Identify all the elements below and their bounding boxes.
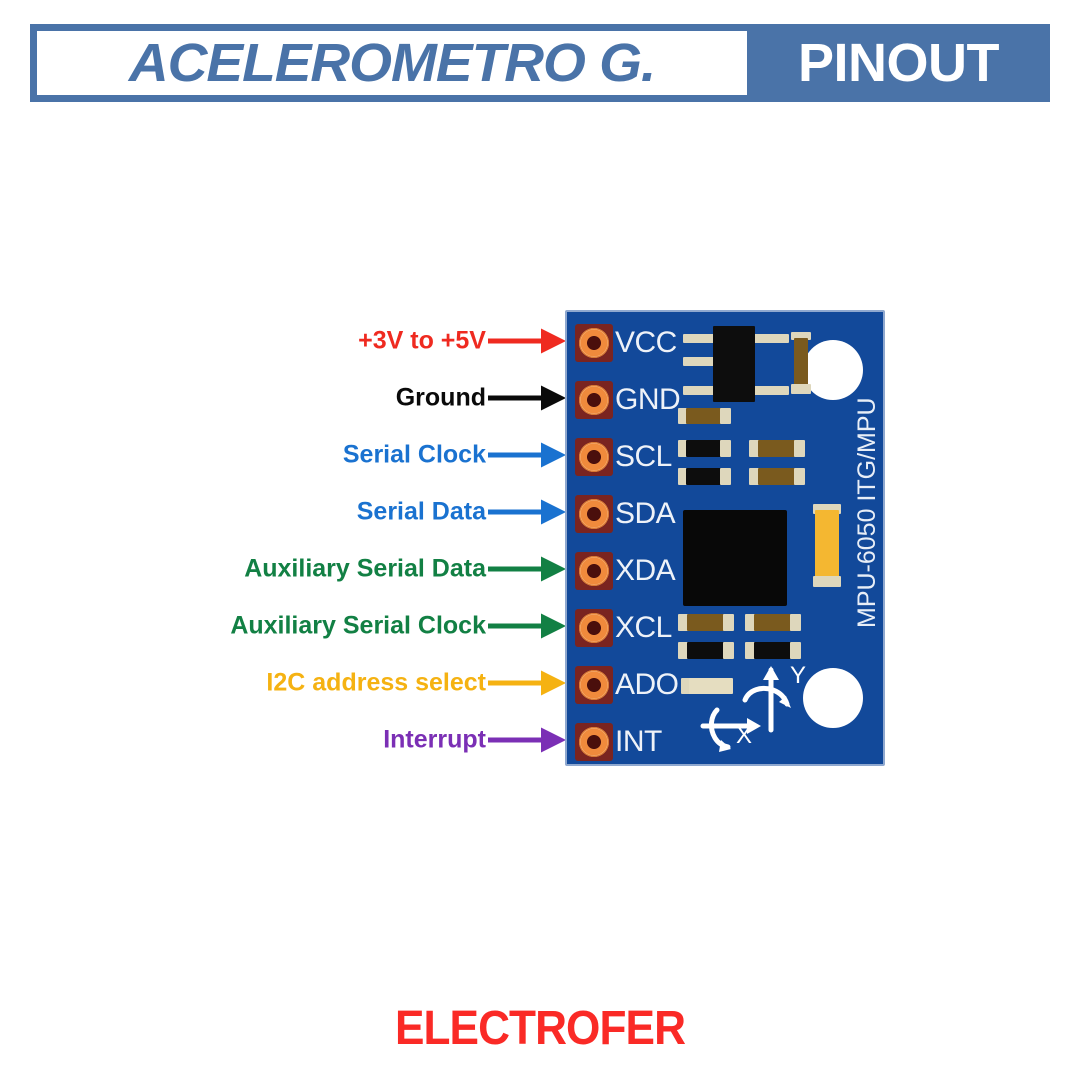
mpu6050-board: VCC GND SCL SDA XDA XCL ADO INT: [565, 310, 885, 766]
mpu6050-sensor-ic: [683, 510, 787, 606]
pad-scl: [575, 438, 613, 476]
pin-name-vcc: VCC: [615, 326, 677, 359]
resistor-scl-2-term-1: [749, 468, 760, 485]
pin-name-scl: SCL: [615, 440, 672, 473]
header-title-box: ACELEROMETRO G.: [37, 31, 747, 95]
resistor-xcl-2-term-1: [745, 614, 756, 631]
pin-description-vcc: +3V to +5V: [358, 326, 486, 355]
pad-gnd: [575, 381, 613, 419]
ado-jumper-pad: [689, 678, 733, 694]
page-subtitle: PINOUT: [797, 33, 1000, 93]
header-banner: ACELEROMETRO G. PINOUT: [30, 24, 1050, 102]
pin-name-int: INT: [615, 725, 662, 758]
cap-xcl-1: [687, 642, 725, 659]
led-term-bottom: [813, 576, 841, 587]
pin-description-xcl: Auxiliary Serial Clock: [230, 611, 486, 640]
resistor-xcl-2: [754, 614, 792, 631]
mounting-hole-top: [803, 340, 863, 400]
resistor-gnd: [686, 408, 722, 424]
regulator-terminal-4: [753, 334, 789, 343]
header-subtitle-box: PINOUT: [747, 24, 1050, 102]
resistor-xcl-1-term-1: [678, 614, 689, 631]
resistor-scl-1-term-1: [749, 440, 760, 457]
pin-description-sda: Serial Data: [356, 497, 486, 526]
brand-logo: ELECTROFER: [394, 1002, 686, 1055]
pin-description-int: Interrupt: [383, 725, 486, 754]
resistor-xcl-2-term-2: [790, 614, 801, 631]
cap-scl-2-term-1: [678, 468, 688, 485]
resistor-gnd-term-1: [678, 408, 688, 424]
axis-indicator-icon: [700, 666, 791, 752]
cap-scl-1: [686, 440, 722, 457]
resistor-top-right: [794, 338, 808, 386]
axis-label-y: Y: [790, 662, 807, 689]
cap-scl-1-term-1: [678, 440, 688, 457]
regulator-terminal-1: [683, 334, 715, 343]
pad-sda: [575, 495, 613, 533]
cap-scl-1-term-2: [720, 440, 731, 457]
pin-name-xda: XDA: [615, 554, 676, 587]
resistor-top-term-2: [791, 384, 811, 394]
resistor-scl-1: [758, 440, 796, 457]
pin-name-xcl: XCL: [615, 611, 672, 644]
resistor-gnd-term-2: [720, 408, 731, 424]
pin-name-gnd: GND: [615, 383, 681, 416]
pad-int: [575, 723, 613, 761]
pin-description-scl: Serial Clock: [342, 440, 486, 469]
cap-scl-2: [686, 468, 722, 485]
resistor-scl-1-term-2: [794, 440, 805, 457]
cap-xcl-2-term-2: [790, 642, 801, 659]
pad-xda: [575, 552, 613, 590]
cap-xcl-2-term-1: [745, 642, 756, 659]
voltage-regulator-ic: [713, 326, 755, 402]
pin-description-ado: I2C address select: [266, 668, 486, 697]
pad-xcl: [575, 609, 613, 647]
axis-label-x: X: [736, 722, 753, 749]
mounting-hole-bottom: [803, 668, 863, 728]
ado-jumper-term: [681, 678, 693, 694]
regulator-terminal-5: [753, 386, 789, 395]
led-term-top: [813, 504, 841, 514]
cap-xcl-1-term-1: [678, 642, 689, 659]
pad-ado: [575, 666, 613, 704]
pin-description-xda: Auxiliary Serial Data: [244, 554, 486, 583]
cap-xcl-2: [754, 642, 792, 659]
regulator-terminal-2: [683, 357, 715, 366]
resistor-xcl-1: [687, 614, 725, 631]
resistor-top-term-1: [791, 332, 811, 340]
regulator-terminal-3: [683, 386, 725, 395]
pin-name-ado: ADO: [615, 668, 679, 701]
page-title: ACELEROMETRO G.: [128, 33, 656, 93]
pin-name-sda: SDA: [615, 497, 676, 530]
resistor-xcl-1-term-2: [723, 614, 734, 631]
resistor-scl-2-term-2: [794, 468, 805, 485]
board-surface: VCC GND SCL SDA XDA XCL ADO INT: [567, 312, 883, 764]
pad-vcc: [575, 324, 613, 362]
pin-description-gnd: Ground: [395, 383, 486, 412]
resistor-scl-2: [758, 468, 796, 485]
power-led: [815, 510, 839, 580]
board-silkscreen-text: MPU-6050 ITG/MPU: [853, 397, 881, 628]
cap-xcl-1-term-2: [723, 642, 734, 659]
cap-scl-2-term-2: [720, 468, 731, 485]
